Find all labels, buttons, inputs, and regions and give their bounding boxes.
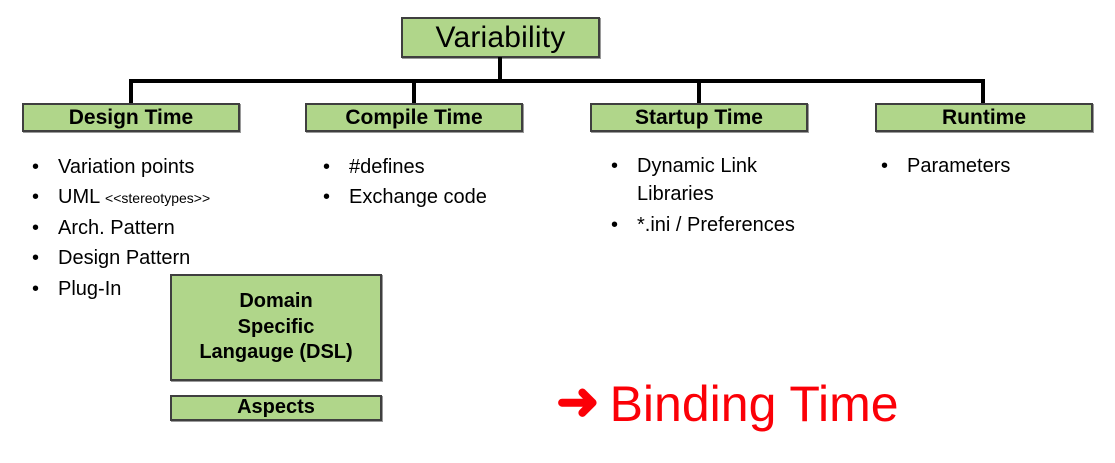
right-arrow-icon: ➜ bbox=[556, 373, 600, 431]
list-item-label: Exchange code bbox=[349, 186, 487, 209]
list-item: • Parameters bbox=[881, 152, 1101, 180]
connector-drop-design-time bbox=[129, 79, 133, 104]
list-item: • Plug-In bbox=[32, 275, 282, 303]
connector-horizontal-bus-right bbox=[853, 79, 985, 83]
bullet-icon: • bbox=[323, 186, 331, 209]
bullet-icon: • bbox=[32, 156, 40, 178]
bullet-list-runtime: • Parameters bbox=[881, 152, 1101, 182]
node-domain-specific-language: Domain Specific Langauge (DSL) bbox=[170, 274, 382, 381]
bullet-list-startup-time: • Dynamic Link Libraries • *.ini / Prefe… bbox=[611, 152, 851, 241]
bullet-icon: • bbox=[881, 155, 889, 177]
bullet-icon: • bbox=[32, 277, 40, 300]
connector-drop-runtime bbox=[981, 79, 985, 104]
node-variability: Variability bbox=[401, 17, 600, 58]
bullet-icon: • bbox=[32, 216, 40, 239]
list-item-label: Variation points bbox=[58, 156, 195, 178]
connector-drop-startup-time bbox=[697, 79, 701, 104]
list-item: • Exchange code bbox=[323, 183, 573, 211]
list-item: • Arch. Pattern bbox=[32, 214, 282, 242]
bullet-icon: • bbox=[32, 247, 40, 270]
binding-time-callout: ➜ Binding Time bbox=[556, 373, 899, 432]
uml-stereotype-label: <<stereotypes>> bbox=[105, 190, 211, 207]
list-item-label: *.ini / Preferences bbox=[637, 213, 795, 236]
dsl-line-1: Domain bbox=[239, 290, 313, 313]
binding-time-label: Binding Time bbox=[609, 376, 899, 432]
list-item: • Variation points bbox=[32, 153, 282, 181]
connector-horizontal-bus bbox=[129, 79, 857, 83]
list-item: • Dynamic Link Libraries bbox=[611, 152, 851, 209]
list-item-label: UML <<stereotypes>> bbox=[58, 183, 282, 211]
bullet-list-compile-time: • #defines • Exchange code bbox=[323, 153, 573, 214]
bullet-icon: • bbox=[611, 155, 619, 177]
list-item: • Design Pattern bbox=[32, 244, 282, 272]
list-item-label: Arch. Pattern bbox=[58, 216, 175, 239]
connector-drop-compile-time bbox=[412, 79, 416, 104]
bullet-icon: • bbox=[323, 156, 331, 178]
list-item-label: Dynamic Link Libraries bbox=[637, 155, 758, 206]
bullet-list-design-time: • Variation points • UML <<stereotypes>>… bbox=[32, 153, 282, 305]
node-design-time: Design Time bbox=[22, 103, 240, 132]
list-item-text: UML bbox=[58, 186, 100, 209]
list-item: • UML <<stereotypes>> bbox=[32, 183, 282, 211]
connector-root-stem bbox=[498, 57, 502, 82]
list-item-label: Parameters bbox=[907, 155, 1011, 177]
node-compile-time: Compile Time bbox=[305, 103, 523, 132]
bullet-icon: • bbox=[611, 213, 619, 236]
list-item-label: #defines bbox=[349, 156, 425, 178]
dsl-line-2: Specific bbox=[237, 315, 315, 338]
list-item: • *.ini / Preferences bbox=[611, 211, 851, 239]
list-item: • #defines bbox=[323, 153, 573, 181]
list-item-label: Design Pattern bbox=[58, 247, 191, 270]
node-aspects: Aspects bbox=[170, 395, 382, 421]
dsl-line-3: Langauge (DSL) bbox=[199, 341, 353, 364]
list-item-label: Plug-In bbox=[58, 277, 122, 300]
node-startup-time: Startup Time bbox=[590, 103, 808, 132]
bullet-icon: • bbox=[32, 186, 40, 209]
node-runtime: Runtime bbox=[875, 103, 1093, 132]
